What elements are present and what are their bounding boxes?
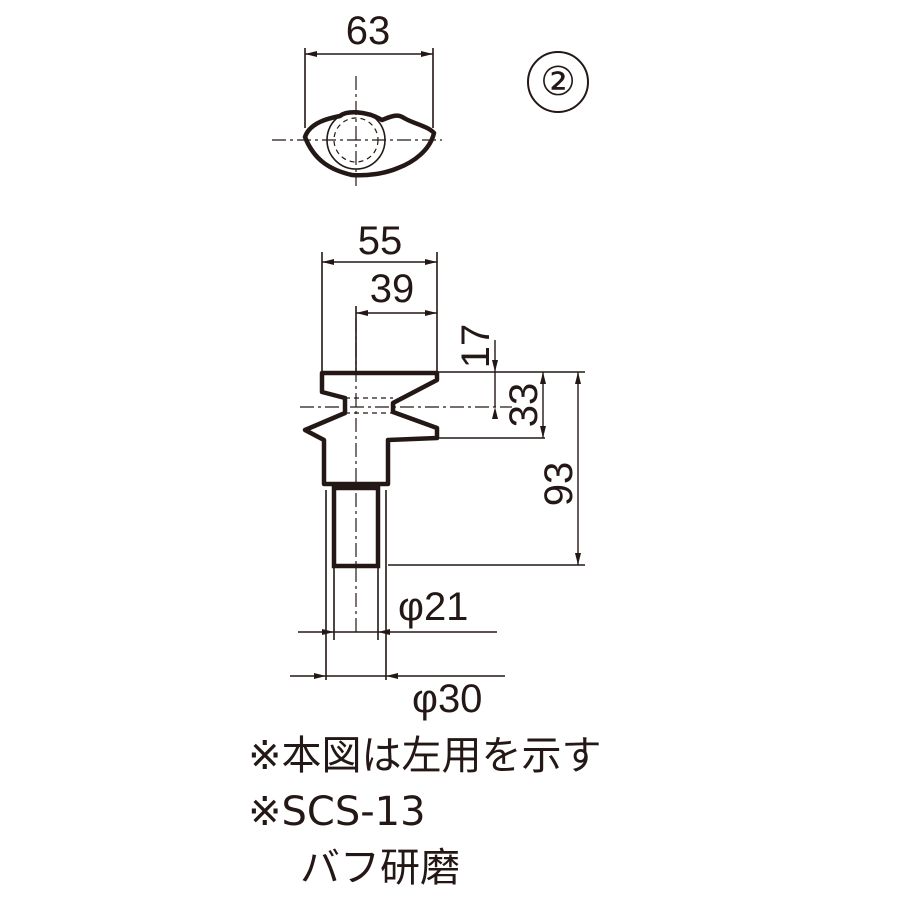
part-number-circle xyxy=(527,51,589,113)
dim-17-label: 17 xyxy=(454,324,498,369)
notes: ※本図は左用を示す ※SCS-13 バフ研磨 xyxy=(248,728,868,896)
dim-33-label: 33 xyxy=(502,383,546,428)
front-view: 55 39 17 33 93 xyxy=(290,219,585,721)
front-view-outline xyxy=(302,370,440,487)
dim-phi21-label: φ21 xyxy=(398,585,468,629)
dim-phi30-label: φ30 xyxy=(412,677,482,721)
spindle xyxy=(331,485,381,569)
top-view: 63 ② xyxy=(272,9,589,186)
note-finish: バフ研磨 xyxy=(300,845,460,891)
note-material: ※SCS-13 xyxy=(248,789,426,835)
dim-55-label: 55 xyxy=(358,219,403,263)
part-number-label: ② xyxy=(540,59,576,105)
dim-39-label: 39 xyxy=(370,267,415,311)
dim-63-label: 63 xyxy=(346,9,391,53)
dim-93-label: 93 xyxy=(537,462,581,507)
note-left-hand: ※本図は左用を示す xyxy=(248,733,602,779)
